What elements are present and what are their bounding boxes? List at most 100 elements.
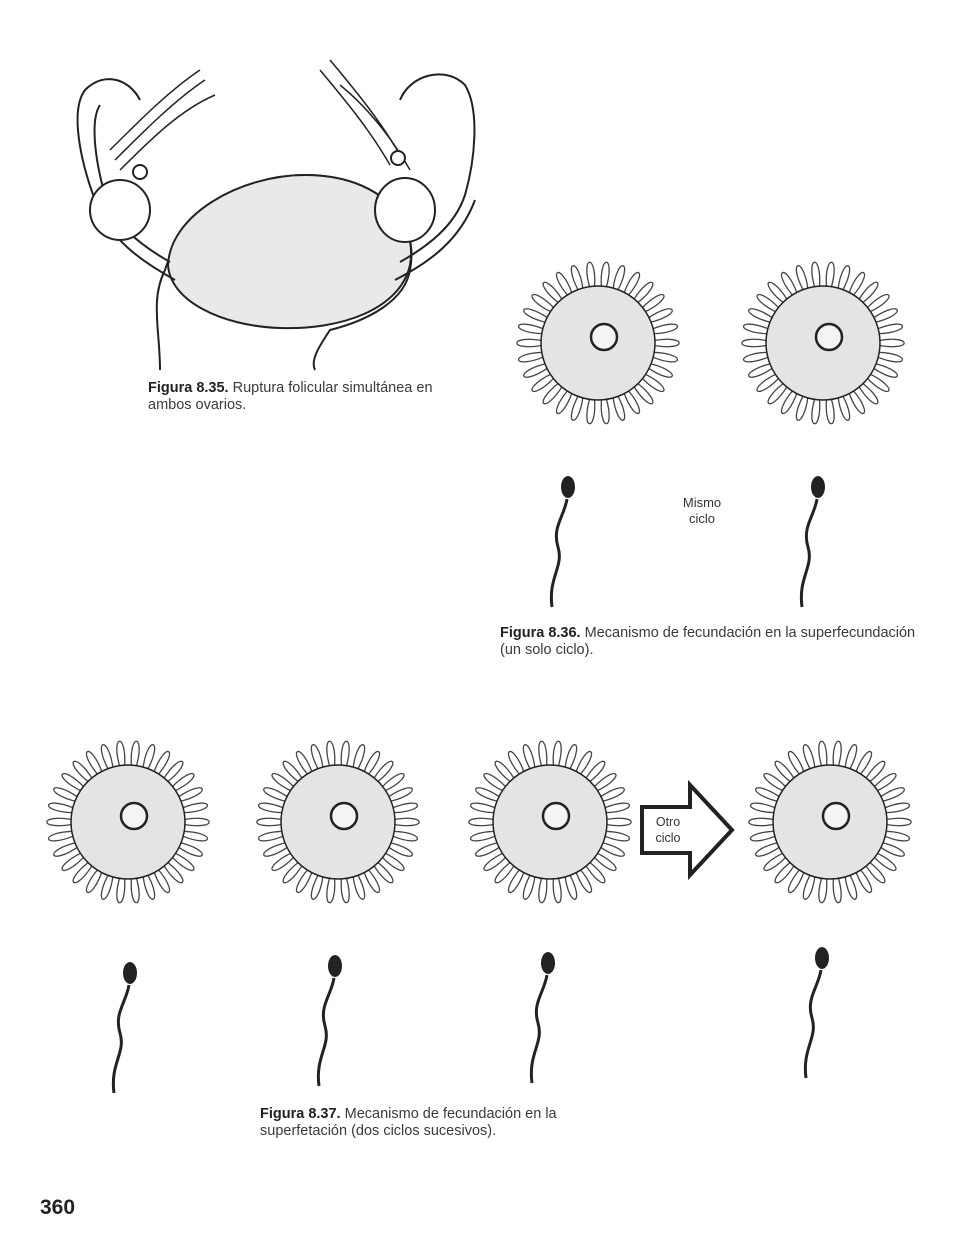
corona-cell	[552, 740, 562, 767]
corona-cell	[516, 338, 543, 348]
nucleus	[329, 801, 359, 831]
corona-cell	[483, 772, 507, 792]
corona-cell	[53, 841, 79, 857]
corona-cell	[116, 877, 126, 904]
corona-cell	[767, 382, 788, 405]
corona-cell	[774, 861, 795, 884]
corona-cell	[585, 760, 606, 783]
sperm-head	[811, 476, 825, 498]
corona-cell	[468, 817, 495, 827]
figure-label: Figura 8.35.	[148, 380, 229, 396]
corona-cell	[647, 362, 673, 378]
corona-cell	[780, 272, 798, 297]
corona-cell	[61, 852, 85, 872]
corona-cell	[570, 265, 584, 291]
sperm-tail	[549, 498, 569, 608]
corona-cell	[647, 308, 673, 324]
corona-cell	[257, 802, 285, 814]
corona-cell	[593, 772, 617, 792]
corona-cell	[494, 861, 515, 884]
corona-cell	[866, 373, 890, 393]
corona-cell	[483, 852, 507, 872]
corona-cell	[183, 817, 210, 827]
corona-cell	[494, 760, 515, 783]
corona-cell	[748, 308, 774, 324]
sperm	[803, 947, 829, 1079]
corona-cell	[310, 874, 324, 900]
corona-cell	[295, 751, 313, 776]
nucleus	[541, 801, 571, 831]
corona-cell	[811, 398, 821, 425]
figure-8-36-caption: Figura 8.36. Mecanismo de fecundación en…	[500, 625, 920, 659]
nucleus	[589, 322, 619, 352]
corona-cell	[612, 265, 626, 291]
sperm	[529, 952, 555, 1084]
corona-cell	[855, 751, 873, 776]
corona-cell	[749, 830, 777, 842]
corona-cell	[517, 351, 545, 363]
corona-cell	[72, 760, 93, 783]
sperm-tail	[799, 498, 819, 608]
corona-cell	[633, 281, 654, 304]
corona-cell	[181, 802, 209, 814]
corona-cell	[387, 841, 413, 857]
corona-cell	[848, 272, 866, 297]
corona-cell	[575, 868, 593, 893]
corona-cell	[879, 841, 905, 857]
corona-cell	[599, 787, 625, 803]
sperm	[111, 962, 137, 1094]
corona-cell	[763, 852, 787, 872]
corona-cell	[748, 362, 774, 378]
corona-cell	[825, 398, 835, 425]
corona-cell	[641, 373, 665, 393]
corona-cell	[879, 787, 905, 803]
oocyte	[468, 740, 632, 904]
corona-cell	[600, 261, 610, 288]
sperm	[799, 476, 825, 608]
sperm	[316, 955, 342, 1087]
corona-cell	[373, 760, 394, 783]
corona-cell	[271, 772, 295, 792]
corona-cell	[256, 817, 283, 827]
figure-8-35-caption: Figura 8.35. Ruptura folicular simultáne…	[148, 380, 468, 414]
corona-cell	[755, 787, 781, 803]
caption-text: Ruptura folicular simultánea en ambos ov…	[148, 380, 433, 413]
corona-cell	[858, 281, 879, 304]
sperm-tail	[111, 984, 131, 1094]
corona-cell	[564, 874, 578, 900]
corona-cell	[603, 802, 631, 814]
sperm-head	[541, 952, 555, 974]
corona-cell	[531, 293, 555, 313]
sperm-head	[561, 476, 575, 498]
corona-cell	[570, 395, 584, 421]
corona-cell	[531, 373, 555, 393]
corona-cell	[795, 265, 809, 291]
corona-cell	[522, 874, 536, 900]
figure-label: Figura 8.36.	[500, 625, 581, 641]
corona-cell	[832, 877, 842, 904]
corona-cell	[177, 787, 203, 803]
corona-cell	[848, 389, 866, 414]
corona-cell	[517, 323, 545, 335]
corona-cell	[873, 852, 897, 872]
corona-cell	[802, 874, 816, 900]
nucleus	[119, 801, 149, 831]
corona-cell	[600, 398, 610, 425]
figure-8-37-caption: Figura 8.37. Mecanismo de fecundación en…	[260, 1106, 630, 1140]
corona-cell	[282, 861, 303, 884]
corona-cell	[756, 293, 780, 313]
corona-cell	[340, 740, 350, 767]
corona-cell	[575, 751, 593, 776]
sperm-tail	[529, 974, 549, 1084]
corona-cell	[142, 744, 156, 770]
corona-cell	[787, 751, 805, 776]
corona-cell	[811, 261, 821, 288]
nucleus	[821, 801, 851, 831]
corona-cell	[858, 382, 879, 405]
oocyte	[516, 261, 680, 425]
corona-cell	[352, 874, 366, 900]
corona-cell	[85, 751, 103, 776]
corona-cell	[878, 338, 905, 348]
corona-cell	[742, 323, 770, 335]
